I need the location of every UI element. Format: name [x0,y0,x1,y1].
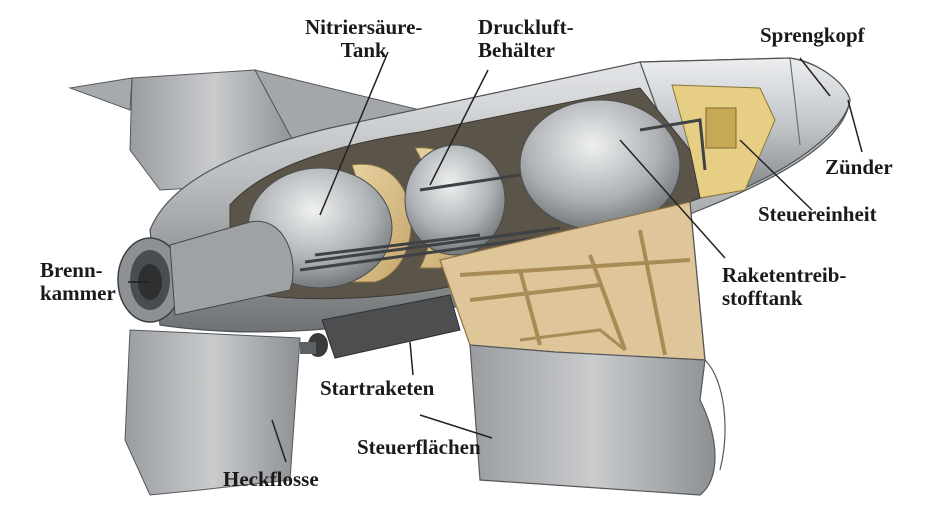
label-warhead: Sprengkopf [760,23,865,47]
label-control-surfaces: Steuerflächen [357,435,481,459]
label-rocket-fuel-tank: Raketentreib- stofftank [722,263,847,310]
label-compressed-air-tank: Druckluft- Behälter [478,15,574,62]
label-tail-fin: Heckflosse [223,467,319,491]
combustion-chamber-body [169,220,294,316]
upper-fin-tip [68,77,133,111]
label-nitric-acid-tank: Nitriersäure- Tank [305,15,423,62]
lower-tail-fin [124,329,301,496]
label-fuze: Zünder [825,155,893,179]
compressed-air-tank [404,144,506,256]
leader-lines [128,51,863,463]
label-control-unit: Steuereinheit [758,202,877,226]
control-surface-skin [469,344,716,496]
booster-rocket [321,294,461,359]
piping [299,173,561,272]
label-booster-rockets: Startraketen [320,376,435,400]
label-combustion-chamber: Brenn- kammer [40,258,116,305]
